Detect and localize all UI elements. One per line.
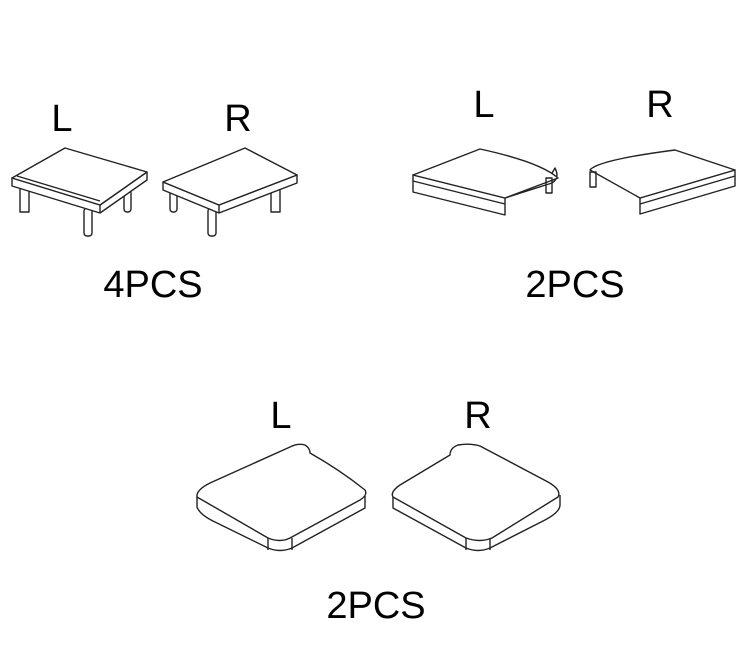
group3-right-cap [391,443,561,552]
group2-left-label: L [473,84,495,126]
group3-left-cap [196,443,367,552]
group2-left-cap [412,148,559,216]
leg [207,207,217,237]
group2-right-label: R [646,84,674,126]
group1-right-cap [162,147,298,237]
group3-quantity: 2PCS [326,585,426,627]
group1-left-label: L [51,98,73,140]
group1-right-label: R [224,98,252,140]
group3-right-label: R [464,395,492,437]
leg [19,187,30,213]
group3-left-label: L [270,395,292,437]
leg [83,207,93,237]
group1-left-cap [11,147,148,237]
group1-quantity: 4PCS [103,264,203,306]
group2-right-cap [589,149,736,215]
group2-quantity: 2PCS [525,264,625,306]
